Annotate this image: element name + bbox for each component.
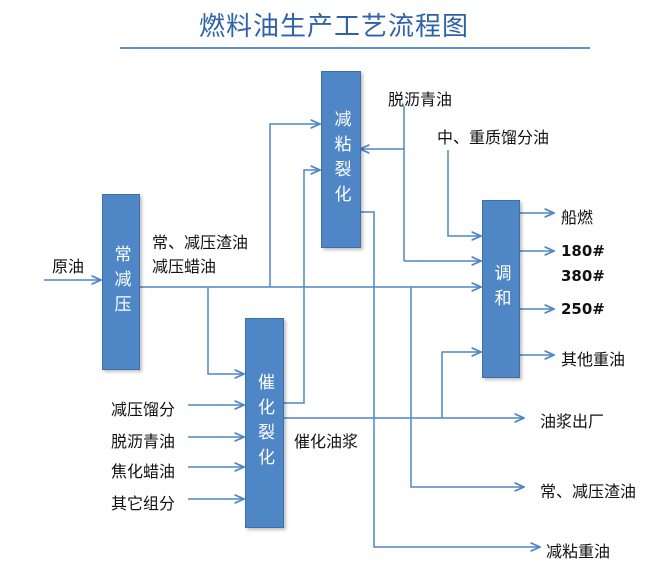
- visbreaking-box: 减粘裂化: [321, 71, 361, 248]
- other-components-label: 其它组分: [111, 494, 176, 513]
- deasphalted-oil-left-label: 脱沥青油: [111, 432, 176, 451]
- branch-to-catalytic: [207, 287, 244, 374]
- vacuum-wax-label: 减压蜡油: [152, 257, 217, 276]
- visbreaking-heavy-oil-label: 减粘重油: [546, 542, 611, 561]
- atmospheric-vacuum-box: 常减压: [102, 194, 140, 370]
- medium-heavy-distillate-label: 中、重质馏分油: [437, 128, 550, 147]
- visbreaking-to-heavy-oil: [360, 211, 540, 547]
- bunker-fuel-label: 船燃: [561, 208, 594, 227]
- slurry-to-blending: [441, 352, 481, 418]
- slurry-out-label: 油浆出厂: [540, 412, 605, 431]
- blending-box: 调和: [482, 200, 520, 378]
- residue-out-label: 常、减压渣油: [540, 482, 637, 501]
- catalytic-slurry-label: 催化油浆: [294, 432, 359, 451]
- vacuum-residue-label: 常、减压渣油: [152, 233, 249, 252]
- other-heavy-oil-label: 其他重油: [561, 350, 626, 369]
- crude-oil-label: 原油: [52, 257, 85, 276]
- distillate-to-blending: [447, 150, 481, 236]
- page-title: 燃料油生产工艺流程图: [198, 12, 469, 42]
- vacuum-distillate-label: 减压馏分: [111, 400, 176, 419]
- catalytic-cracking-box: 催化裂化: [245, 318, 284, 528]
- blending-label: 调和: [490, 264, 511, 314]
- atmospheric-vacuum-label: 常减压: [110, 244, 131, 320]
- coker-wax-oil-label: 焦化蜡油: [111, 462, 176, 481]
- catalytic-cracking-label: 催化裂化: [254, 373, 274, 473]
- branch-to-visbreaking: [269, 124, 320, 287]
- grade-250-label: 250#: [561, 300, 605, 318]
- visbreaking-label: 减粘裂化: [330, 109, 351, 210]
- catalytic-to-visbreaking: [283, 170, 320, 404]
- grade-380-label: 380#: [561, 267, 605, 285]
- title-underline: [120, 47, 590, 49]
- grade-180-label: 180#: [561, 242, 605, 260]
- deasphalted-oil-top-label: 脱沥青油: [388, 90, 453, 109]
- residue-out-line: [410, 287, 524, 487]
